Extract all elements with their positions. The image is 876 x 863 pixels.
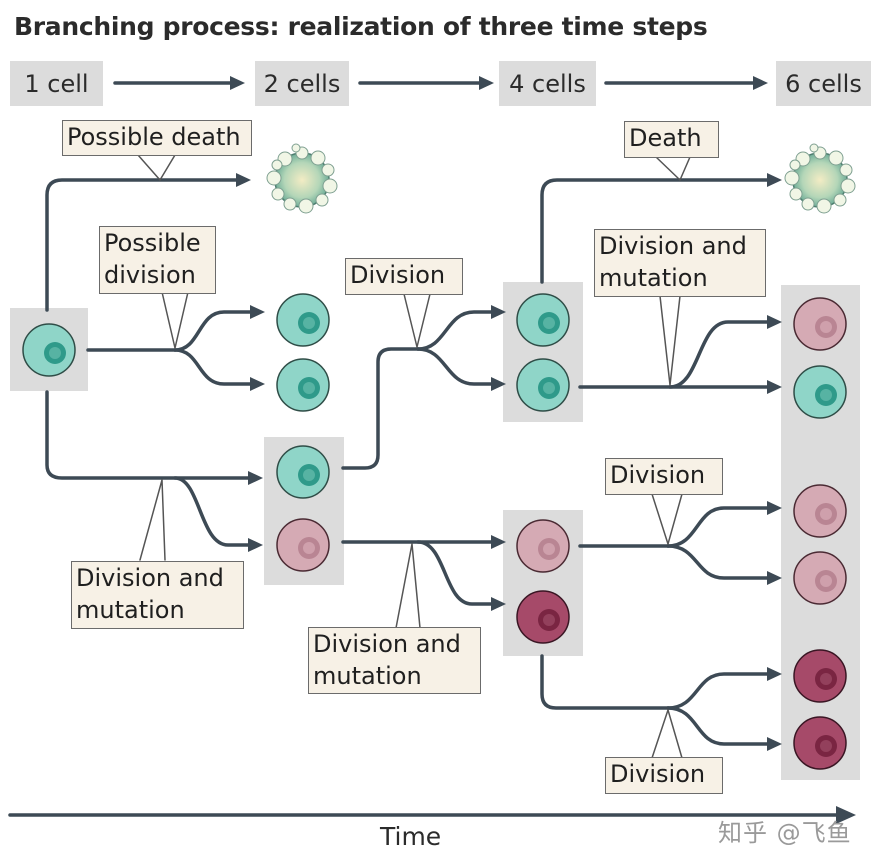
arrowhead-step2-cyan-lower xyxy=(491,377,506,391)
cell-gen2-normal-lower xyxy=(516,358,570,412)
label-division-dark-step3: Division xyxy=(605,757,723,794)
cell-gen3-normal xyxy=(793,365,847,419)
branch-to-division-mutation-1 xyxy=(45,390,252,480)
label-division-mutation-step3-line2: mutation xyxy=(599,264,708,292)
pointer-possible-division xyxy=(161,291,189,349)
branch-step2-cyan-upper xyxy=(416,310,494,351)
label-division-step2: Division xyxy=(345,258,463,295)
cell-gen1-normal xyxy=(276,445,330,499)
label-possible-division-line1: Possible xyxy=(104,229,201,257)
branch-step2-pink-lower xyxy=(416,540,494,606)
label-death-step3-text: Death xyxy=(629,124,702,152)
branch-division-lower xyxy=(173,348,254,386)
cell-gen2-double-mutant xyxy=(516,590,570,644)
cell-gen3-double-mutant-2 xyxy=(793,716,847,770)
branch-step3-pink-lower xyxy=(666,544,772,580)
cell-gen3-mutant-2 xyxy=(793,484,847,538)
arrowhead-step3-cyan-lower xyxy=(767,380,782,394)
branch-to-possible-death xyxy=(45,178,239,312)
label-division-mutation-step3-line1: Division and xyxy=(599,232,747,260)
label-division-pink-step3: Division xyxy=(605,458,723,495)
branch-step3-dark-stem xyxy=(540,654,670,710)
arrowhead-division-lower xyxy=(250,377,265,391)
stage-1-cell: 1 cell xyxy=(10,61,103,106)
arrowhead-time xyxy=(836,806,856,824)
branch-step3-cyan-upper xyxy=(668,320,772,389)
cell-gen3-double-mutant-1 xyxy=(793,649,847,703)
arrowhead-division-upper xyxy=(250,305,265,319)
stage-2-cells: 2 cells xyxy=(255,61,349,106)
cell-gen1-mutant xyxy=(276,518,330,572)
watermark: 知乎 @飞鱼 xyxy=(718,819,852,847)
label-division-dark-step3-text: Division xyxy=(610,760,706,788)
cell-gen3-mutant-3 xyxy=(793,551,847,605)
label-possible-division: Possible division xyxy=(99,226,216,294)
arrowhead-step2-pink-upper xyxy=(491,535,506,549)
label-division-pink-step3-text: Division xyxy=(610,461,706,489)
arrowhead-mutation-1-upper xyxy=(248,471,263,485)
pointer-division-mutation-step2 xyxy=(395,543,421,629)
stage-4-cells: 4 cells xyxy=(499,61,596,106)
arrowheads xyxy=(230,76,856,824)
pointer-possible-death xyxy=(137,154,176,181)
cell-gen2-normal-upper xyxy=(516,293,570,347)
time-axis-label: Time xyxy=(380,822,442,851)
arrowhead-step3-pink-upper xyxy=(767,501,782,515)
arrowhead-possible-death xyxy=(236,173,251,187)
label-death-step3: Death xyxy=(624,121,719,158)
arrowhead-step2-pink-lower xyxy=(491,597,506,611)
label-division-mutation-step2-line1: Division and xyxy=(313,630,461,658)
label-division-mutation-step1-line1: Division and xyxy=(76,564,224,592)
label-possible-death-text: Possible death xyxy=(67,123,241,151)
branch-step3-dark-upper xyxy=(666,672,772,710)
pointer-division-dark-step3 xyxy=(651,709,683,759)
cell-step1-normal-upper xyxy=(276,293,330,347)
pointer-death-step3 xyxy=(655,156,691,181)
branch-step3-pink-upper xyxy=(666,506,772,548)
label-division-step2-text: Division xyxy=(350,261,446,289)
branch-mutation-1-lower xyxy=(173,476,252,547)
pointer-division-pink-step3 xyxy=(651,493,683,545)
label-division-mutation-step1-line2: mutation xyxy=(76,596,185,624)
figure-title: Branching process: realization of three … xyxy=(14,12,708,41)
branch-step2-cyan-stem xyxy=(341,347,420,470)
arrowhead-stage-1 xyxy=(230,76,245,90)
arrowhead-step3-dark-upper xyxy=(767,667,782,681)
arrowhead-step3-death xyxy=(767,173,782,187)
arrowhead-step3-cyan-upper xyxy=(767,315,782,329)
stage-6-cells: 6 cells xyxy=(776,61,871,106)
label-division-mutation-step1: Division and mutation xyxy=(71,561,244,629)
arrowhead-step2-cyan-upper xyxy=(491,305,506,319)
cell-gen2-mutant xyxy=(516,519,570,573)
pointer-division-mutation-step3 xyxy=(659,295,681,386)
branch-division-upper xyxy=(173,310,254,352)
pointer-division-mutation-step1 xyxy=(139,479,166,561)
branch-step2-cyan-lower xyxy=(416,347,494,386)
dead-cell-step3 xyxy=(784,143,856,214)
pointer-division-step2 xyxy=(403,293,431,348)
arrowhead-step3-dark-lower xyxy=(767,737,782,751)
label-possible-death: Possible death xyxy=(62,120,252,156)
arrowhead-mutation-1-lower xyxy=(248,538,263,552)
dead-cell-step1 xyxy=(266,143,338,214)
cell-initial-normal xyxy=(22,323,76,377)
cell-step1-normal-lower xyxy=(276,358,330,412)
cell-gen3-mutant-1 xyxy=(793,297,847,351)
arrowhead-stage-2 xyxy=(479,76,494,90)
label-division-mutation-step3: Division and mutation xyxy=(594,229,766,297)
branch-step3-death xyxy=(540,178,772,284)
label-division-mutation-step2: Division and mutation xyxy=(308,627,481,694)
arrowhead-step3-pink-lower xyxy=(767,571,782,585)
branch-step3-dark-lower xyxy=(666,706,772,746)
label-possible-division-line2: division xyxy=(104,261,196,289)
arrowhead-stage-3 xyxy=(753,76,768,90)
label-division-mutation-step2-line2: mutation xyxy=(313,662,422,690)
